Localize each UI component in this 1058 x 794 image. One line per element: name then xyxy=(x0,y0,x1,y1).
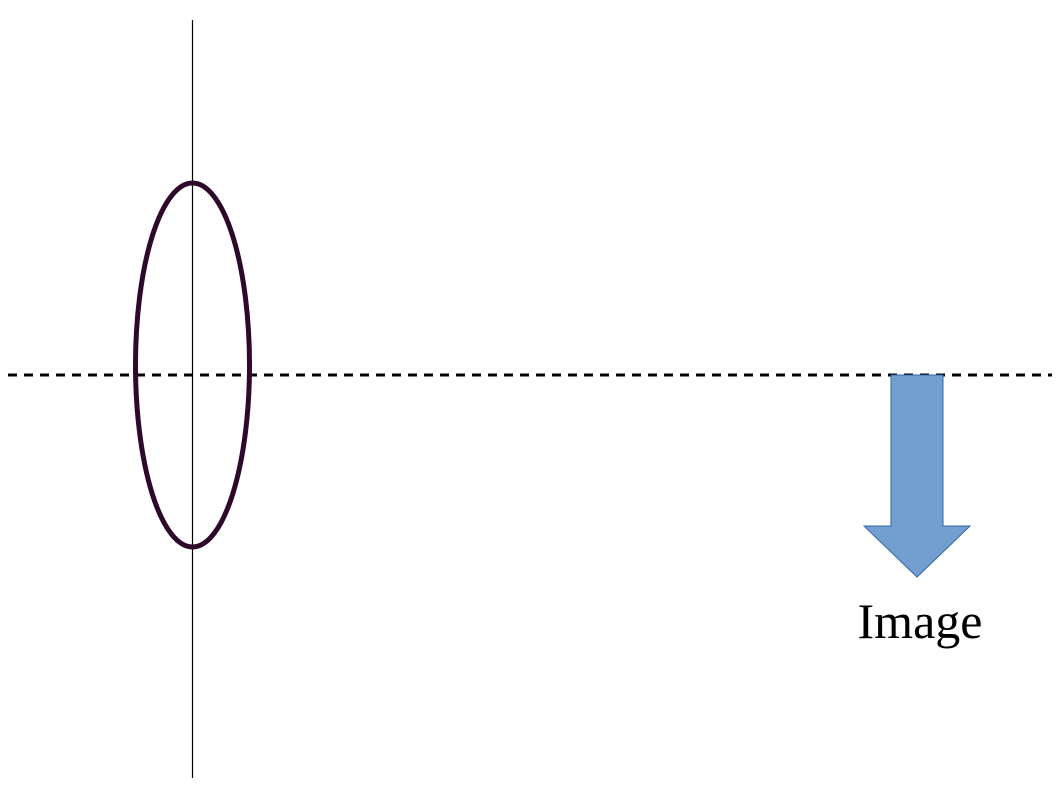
image-arrow xyxy=(862,374,972,578)
image-label: Image xyxy=(858,593,983,649)
lens-ellipse xyxy=(133,180,252,550)
